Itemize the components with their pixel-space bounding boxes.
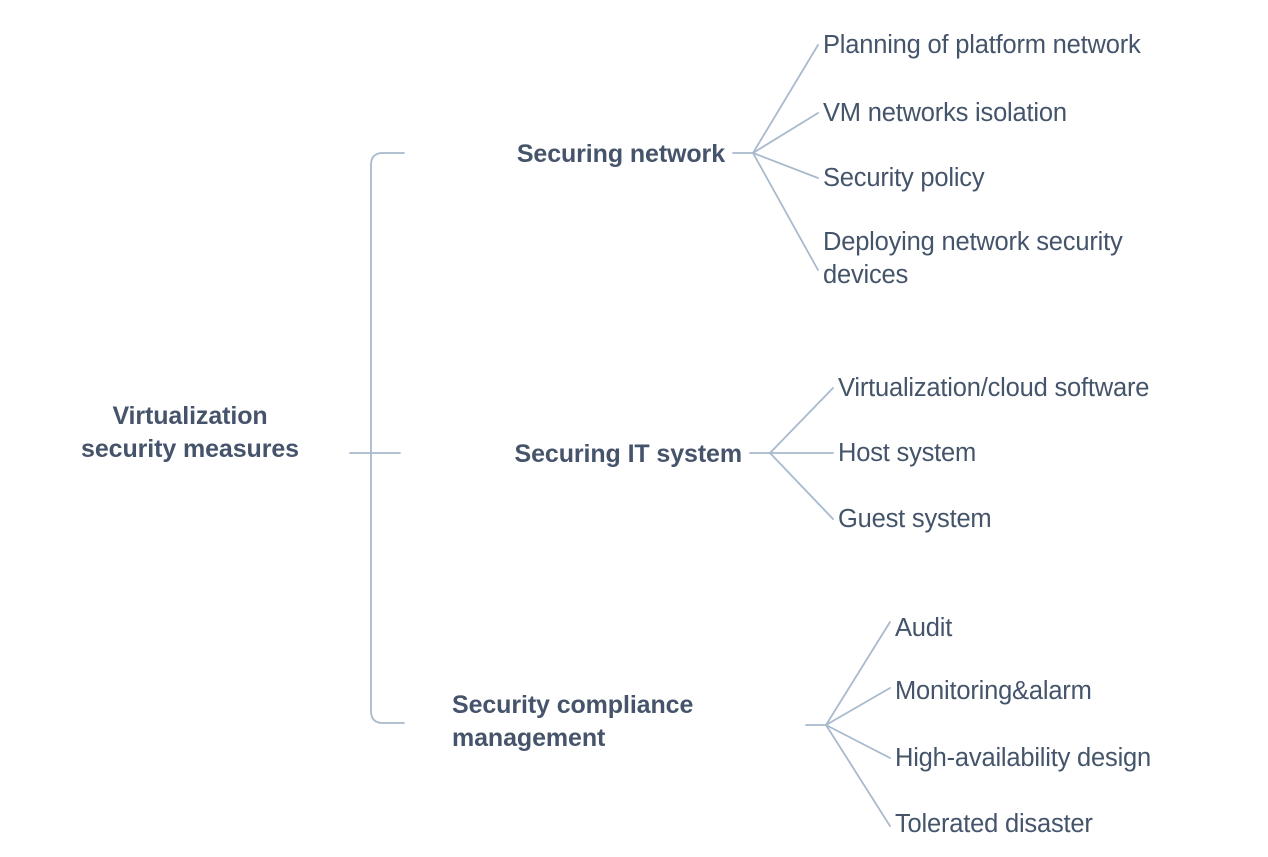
connector-branch1-leaf1	[752, 44, 819, 154]
connector-branch3-leaf4	[825, 724, 891, 827]
root-node[interactable]: Virtualization security measures	[81, 402, 299, 463]
connector-branch3-leaf1	[825, 621, 891, 726]
connector-spine-bottom	[370, 452, 405, 724]
connector-branch1-leaf4	[752, 152, 819, 271]
leaf-node-virtualization-cloud-software[interactable]: Virtualization/cloud software	[838, 374, 1150, 402]
connector-branch1-leaf3	[752, 152, 819, 179]
connector-spine-top	[370, 152, 405, 454]
connector-branch3-leaf3	[825, 724, 891, 759]
leaf-node-high-availability-design[interactable]: High-availability design	[895, 744, 1152, 772]
branch-node-securing-it-system[interactable]: Securing IT system	[514, 440, 743, 468]
connector-branch1-leaf2	[752, 112, 819, 154]
connector-branch2-leaf3	[769, 452, 834, 520]
leaf-node-planning-of-platform-network[interactable]: Planning of platform network	[823, 31, 1141, 59]
leaf-node-deploying-network-security-devices[interactable]: Deploying network security devices	[823, 228, 1123, 290]
leaf-node-monitoring-alarm[interactable]: Monitoring&alarm	[895, 677, 1092, 705]
connector-branch3-leaf2	[825, 687, 891, 726]
branch-node-securing-network[interactable]: Securing network	[516, 140, 725, 168]
leaf-node-guest-system[interactable]: Guest system	[838, 505, 992, 533]
leaf-node-vm-networks-isolation[interactable]: VM networks isolation	[823, 99, 1067, 127]
leaf-node-tolerated-disaster[interactable]: Tolerated disaster	[895, 810, 1093, 838]
branch-node-security-compliance-management[interactable]: Security compliance management	[452, 691, 694, 752]
leaf-node-audit[interactable]: Audit	[895, 614, 953, 642]
leaf-node-security-policy[interactable]: Security policy	[823, 164, 985, 192]
leaf-node-host-system[interactable]: Host system	[838, 439, 977, 467]
connector-branch2-leaf1	[769, 387, 834, 454]
